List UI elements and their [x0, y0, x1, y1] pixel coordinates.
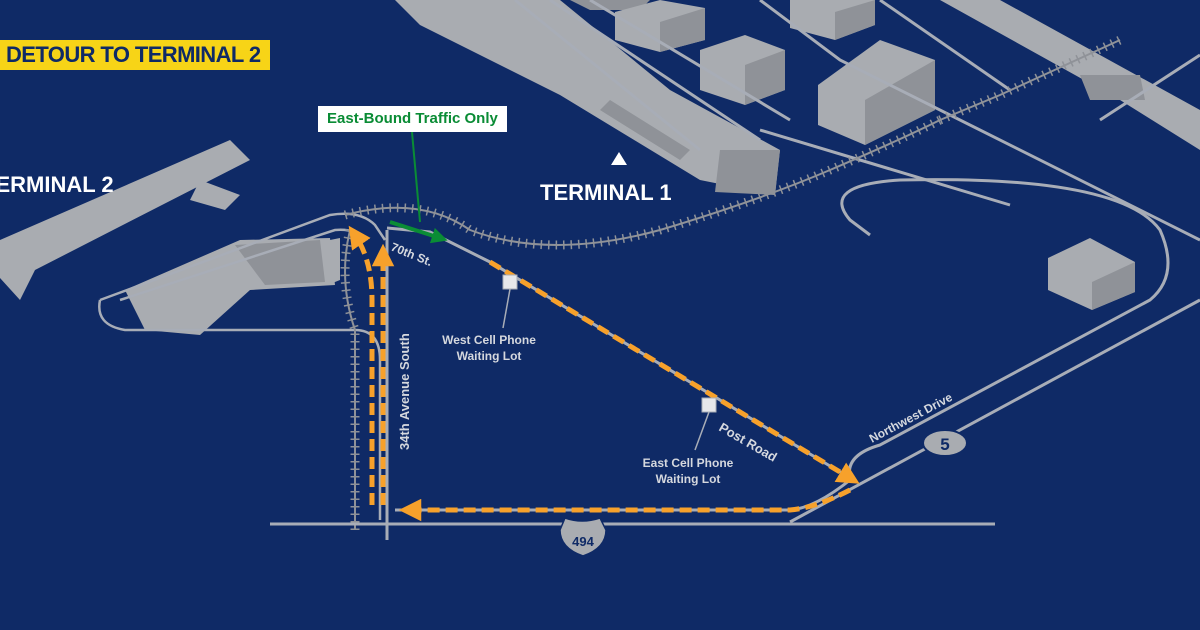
building-4	[818, 40, 935, 145]
street-70th-label: 70th St.	[389, 240, 434, 269]
interstate-494-icon: 494	[559, 517, 607, 557]
terminal1-label: TERMINAL 1	[540, 180, 672, 205]
east-cell-lot-label-2: Waiting Lot	[656, 472, 721, 486]
detour-route	[348, 225, 860, 522]
interstate-494-label: 494	[572, 534, 594, 549]
east-cell-lot-label-1: East Cell Phone	[643, 456, 734, 470]
east-cell-lot-marker	[694, 397, 717, 451]
terminal1-complex	[395, 0, 1200, 310]
detour-banner: DETOUR TO TERMINAL 2	[0, 40, 271, 70]
terminal2-label: TERMINAL 2	[0, 172, 114, 197]
terminal2-complex	[0, 140, 340, 335]
building-2	[790, 0, 875, 40]
east-bound-indicator	[389, 131, 448, 244]
avenue-34th-label: 34th Avenue South	[397, 333, 412, 450]
terminal1-marker-icon	[611, 152, 627, 165]
building-5	[1048, 238, 1135, 310]
building-1	[615, 0, 705, 52]
west-cell-lot-label-1: West Cell Phone	[442, 333, 536, 347]
road-south-connector	[395, 478, 851, 512]
railway	[340, 35, 1122, 530]
east-bound-label: East-Bound Traffic Only	[318, 106, 507, 132]
west-cell-lot-label-2: Waiting Lot	[457, 349, 522, 363]
road-northwest-drive	[789, 298, 1200, 524]
highway-5-label: 5	[940, 435, 949, 454]
west-cell-lot-marker	[502, 274, 518, 329]
building-3	[700, 35, 785, 105]
highway-5-icon: 5	[922, 429, 968, 457]
